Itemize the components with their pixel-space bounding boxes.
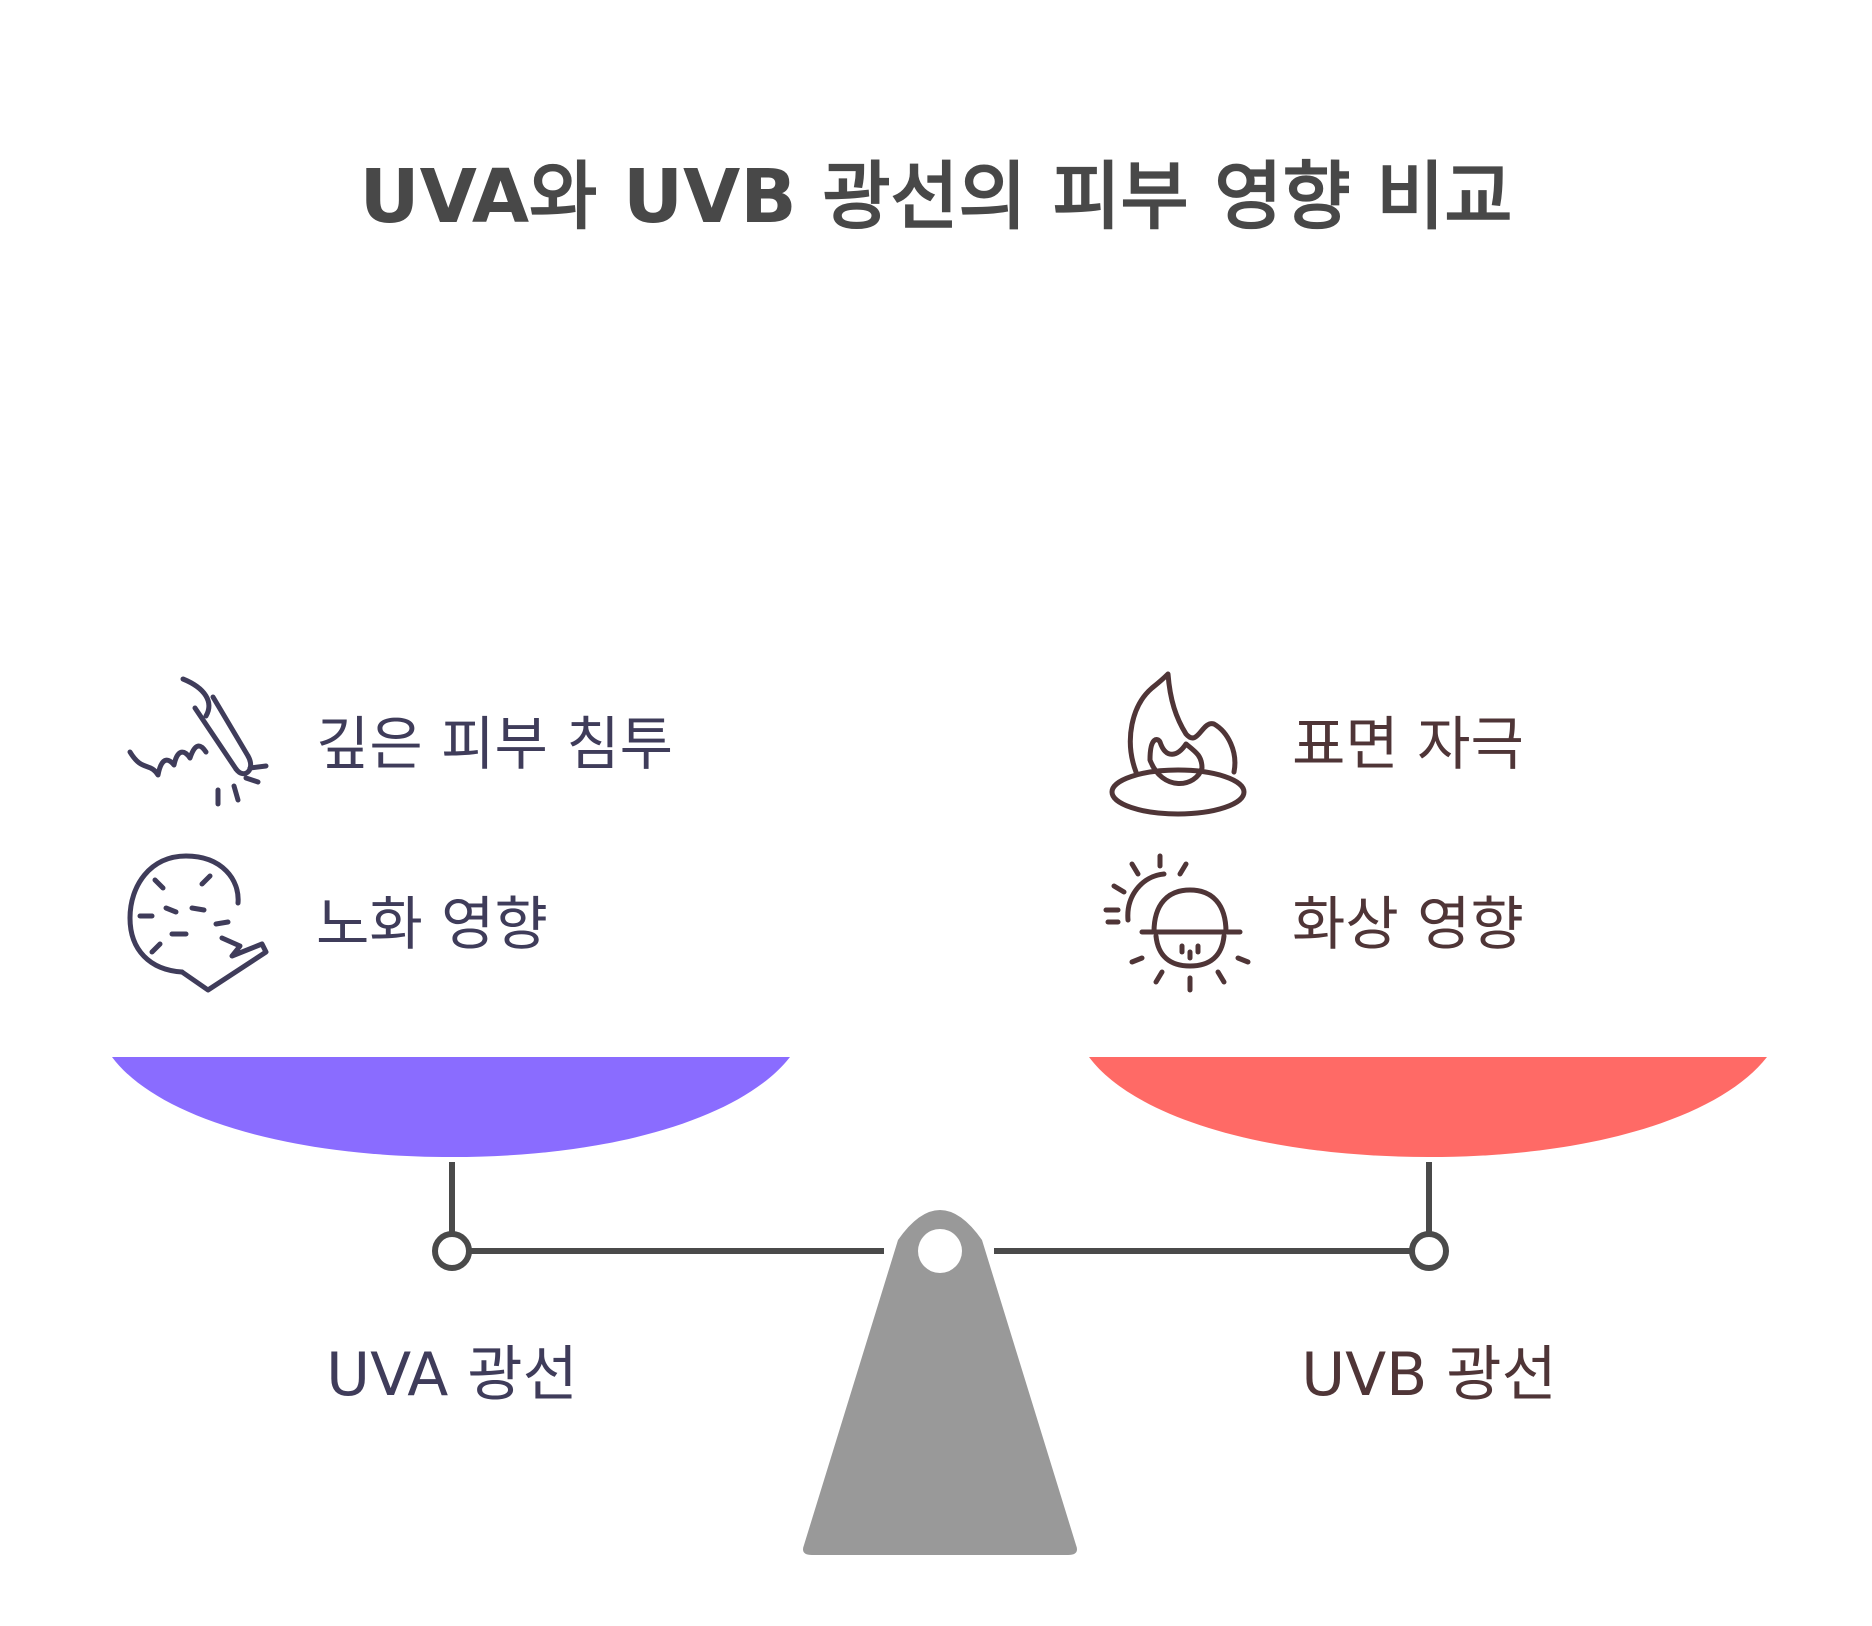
uvb-item-2-text: 화상 영향 [1292,890,1524,958]
fulcrum-hole [918,1229,962,1273]
uvb-item-1-text: 표면 자극 [1292,710,1524,778]
aging-face-icon [127,853,269,993]
fulcrum [803,1210,1077,1555]
flame-icon [1109,671,1247,817]
uvb-label: UVB 광선 [1301,1340,1557,1410]
uvb-pan [1089,1057,1767,1157]
uva-pivot [432,1231,472,1271]
uvb-column: 표면 자극 화상 영향 [1103,671,1557,1410]
uva-label: UVA 광선 [326,1340,578,1410]
uva-item-2-text: 노화 영향 [316,890,548,958]
uva-column: 깊은 피부 침투 노화 영향 UVA 광선 [127,676,673,1410]
uvb-pivot [1409,1231,1449,1271]
page-title: UVA와 UVB 광선의 피부 영향 비교 [360,154,1513,240]
penetration-icon [127,676,269,807]
uva-item-1-text: 깊은 피부 침투 [316,710,673,778]
sunburn-icon [1103,853,1251,993]
uva-pan [112,1057,790,1157]
balance-scale [112,1057,1767,1555]
